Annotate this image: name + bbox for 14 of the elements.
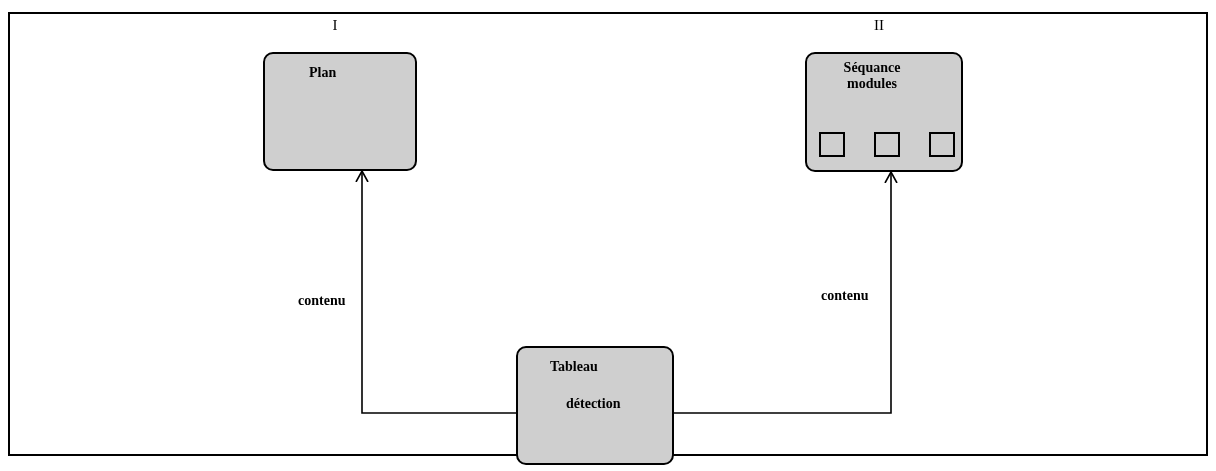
box-text: Plan [309, 64, 338, 82]
section-numeral: I [331, 16, 339, 35]
module-square [874, 132, 900, 157]
box-text: Tableau [550, 358, 599, 376]
box-text: détection [565, 395, 622, 413]
process-box [263, 52, 417, 171]
module-square [819, 132, 845, 157]
box-text: Séquance modules [842, 60, 902, 92]
arrow [673, 171, 898, 414]
arrow [355, 170, 517, 414]
section-numeral: II [873, 16, 885, 35]
process-box [516, 346, 674, 465]
module-square [929, 132, 955, 157]
process-box [805, 52, 963, 172]
